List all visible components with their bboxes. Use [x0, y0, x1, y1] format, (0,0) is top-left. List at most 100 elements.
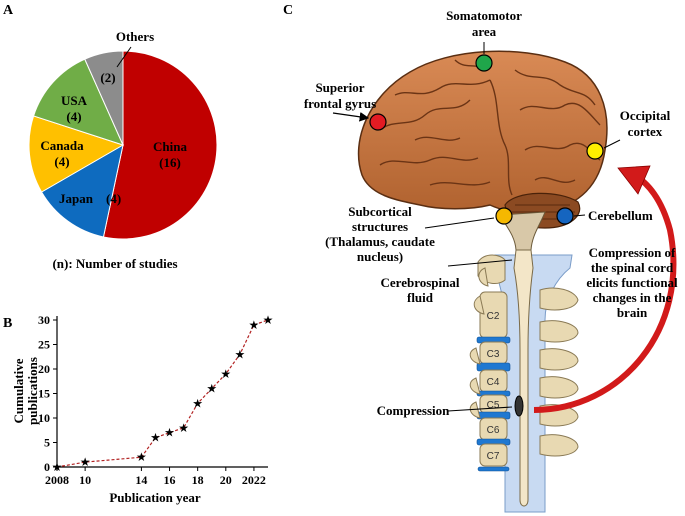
pointer-lines	[332, 42, 621, 412]
cerebellum-label: Cerebellum	[588, 208, 653, 223]
subcortical-label-3: (Thalamus, caudate	[325, 234, 435, 249]
x-tick-label: 2008	[45, 473, 69, 487]
somatomotor-marker	[475, 54, 493, 72]
y-tick-label: 30	[38, 313, 50, 327]
somatomotor-label-2: area	[472, 24, 497, 39]
vertebra-label: C3	[487, 349, 500, 360]
effect-label-1: Compression of	[589, 245, 676, 260]
cumulative-line	[56, 319, 269, 468]
compression-lesion	[514, 395, 524, 417]
data-point: ★	[164, 426, 175, 440]
effect-label-4: changes in the	[593, 290, 672, 305]
occipital-label-2: cortex	[628, 124, 663, 139]
brain-gyri	[379, 59, 601, 196]
y-tick-label: 10	[38, 411, 50, 425]
pie-label-china: China	[153, 139, 187, 154]
pie-slice-china	[102, 50, 218, 240]
effect-label-2: the spinal cord	[591, 260, 674, 275]
panel-c-labels: Somatomotor area Superior frontal gyrus …	[304, 8, 678, 418]
vertebra-label: C7	[487, 451, 500, 462]
pie-count-japan: (4)	[106, 191, 121, 206]
data-point: ★	[80, 455, 91, 469]
line-series: ★★★★★★★★★★★★	[52, 313, 274, 474]
x-tick-label: 18	[192, 473, 204, 487]
pie-count-others: (2)	[100, 70, 115, 85]
cerebrum	[357, 50, 608, 215]
data-point: ★	[206, 382, 217, 396]
panel-label-c: C	[283, 3, 293, 18]
y-tick-label: 15	[38, 387, 50, 401]
y-tick-label: 20	[38, 362, 50, 376]
pie-slice-japan	[40, 144, 124, 238]
pie-slice-others	[84, 50, 124, 146]
x-tick-label: 2022	[242, 473, 266, 487]
subcortical-marker	[495, 207, 513, 225]
x-tick-label: 20	[220, 473, 232, 487]
vertebra-label: C5	[487, 400, 500, 411]
panel-label-a: A	[3, 3, 14, 18]
effect-label-5: brain	[617, 305, 648, 320]
compression-label: Compression	[377, 403, 450, 418]
data-point: ★	[220, 367, 231, 381]
data-point: ★	[136, 450, 147, 464]
superior-frontal-marker	[369, 113, 387, 131]
vertebra-label: C6	[487, 425, 500, 436]
pie-count-usa: (4)	[66, 109, 81, 124]
y-tick-label: 5	[44, 436, 50, 450]
pie-label-others: Others	[116, 29, 154, 44]
data-point: ★	[234, 347, 245, 361]
data-point: ★	[150, 431, 161, 445]
x-tick-label: 16	[164, 473, 176, 487]
x-axis-title: Publication year	[109, 490, 201, 505]
data-point: ★	[52, 460, 63, 474]
region-markers	[369, 54, 604, 225]
y-axis-title-line2: publications	[25, 357, 40, 425]
vertebra-label: C4	[487, 377, 500, 388]
panel-label-b: B	[3, 316, 12, 331]
data-point: ★	[178, 421, 189, 435]
superior-frontal-label-1: Superior	[315, 80, 364, 95]
subcortical-label-2: structures	[352, 219, 408, 234]
y-tick-label: 0	[44, 460, 50, 474]
vertebra-c7	[479, 443, 508, 467]
y-tick-label: 25	[38, 338, 50, 352]
subcortical-label-1: Subcortical	[348, 204, 412, 219]
occipital-marker	[586, 142, 604, 160]
csf-label-2: fluid	[407, 290, 434, 305]
pie-labels: China (16) Japan (4) Canada (4) USA (4) …	[40, 29, 187, 206]
pie-count-canada: (4)	[54, 154, 69, 169]
pie-slice-usa	[32, 58, 124, 146]
line-axes	[56, 316, 268, 468]
data-point: ★	[263, 313, 274, 327]
line-axis-titles: Cumulative publications Publication year	[11, 357, 201, 505]
superior-frontal-label-2: frontal gyrus	[304, 96, 376, 111]
y-axis-title-line1: Cumulative	[11, 358, 26, 423]
cerebellum-marker	[556, 207, 574, 225]
pie-slice-canada	[28, 115, 125, 193]
spinal-cord	[513, 249, 534, 507]
pie-label-canada: Canada	[40, 138, 84, 153]
data-point: ★	[192, 396, 203, 410]
x-tick-label: 14	[135, 473, 147, 487]
subcortical-label-4: nucleus)	[357, 249, 403, 264]
pie-label-usa: USA	[61, 93, 88, 108]
others-leader-line	[116, 46, 132, 68]
data-point: ★	[249, 318, 260, 332]
pie-count-china: (16)	[159, 155, 181, 170]
pie-caption: (n): Number of studies	[52, 256, 177, 271]
feedback-arrow	[533, 171, 677, 413]
csf-label-1: Cerebrospinal	[381, 275, 460, 290]
occipital-label-1: Occipital	[620, 108, 671, 123]
line-ticks: 0 5 10 15 20 25 30 2008 10 14 16 18 20 2022	[38, 313, 266, 487]
anterior-elements	[469, 267, 489, 419]
intervertebral-disc	[477, 466, 510, 472]
posterior-elements	[539, 287, 579, 457]
vertebra-label: C2	[487, 311, 500, 322]
pie-label-japan: Japan	[59, 191, 94, 206]
effect-label-3: elicits functional	[586, 275, 678, 290]
x-tick-label: 10	[79, 473, 91, 487]
